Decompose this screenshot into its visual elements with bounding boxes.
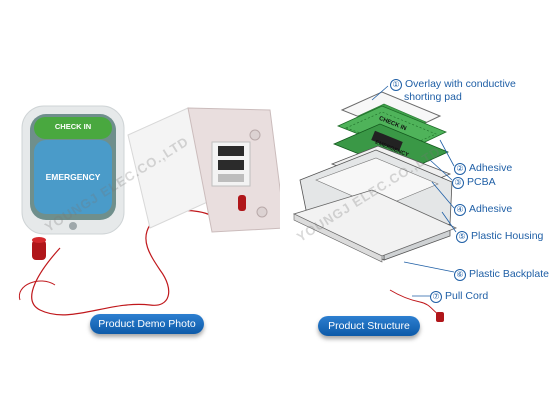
callout-label: Overlay with conductive [405, 78, 516, 90]
callout-label: Adhesive [469, 203, 513, 215]
callout-label: Adhesive [469, 162, 513, 174]
product-demo-panel: CHECK IN EMERGENCY YOUNGJ ELEC.CO.,LTD P… [18, 105, 280, 334]
pull-cord-bead [32, 237, 46, 260]
demo-photo-illustration [18, 105, 280, 316]
device-emergency-label: EMERGENCY [45, 172, 101, 182]
callout-number: ⑤ [456, 231, 468, 243]
callout-number: ② [454, 163, 466, 175]
callout-label: Plastic Housing [471, 230, 544, 242]
callout-label: Plastic Backplate [469, 268, 549, 280]
device-front [21, 105, 125, 235]
callout-number: ④ [454, 204, 466, 216]
callout-leader-lines [371, 85, 457, 297]
callout-number: ① [390, 79, 402, 91]
callout-number: ⑥ [454, 269, 466, 281]
device-check-in-label: CHECK IN [54, 122, 92, 131]
callout-number: ③ [452, 177, 464, 189]
plastic-backplate [292, 189, 458, 263]
caption-product-demo-photo[interactable]: Product Demo Photo [90, 314, 204, 334]
caption-product-structure[interactable]: Product Structure [318, 316, 420, 336]
callout-label-line2: shorting pad [404, 91, 462, 103]
callout-label: Pull Cord [445, 290, 489, 302]
pull-cord-loop [18, 280, 56, 301]
callout-number: ⑦ [430, 291, 442, 303]
product-structure-panel: CHECK IN EMERGENCY YOUNGJ ELEC.CO.,LTD ①… [280, 0, 560, 420]
callout-label: PCBA [467, 176, 496, 188]
exploded-view-illustration [292, 85, 458, 322]
device-back-open [127, 107, 280, 233]
pull-cord-part [389, 289, 444, 322]
